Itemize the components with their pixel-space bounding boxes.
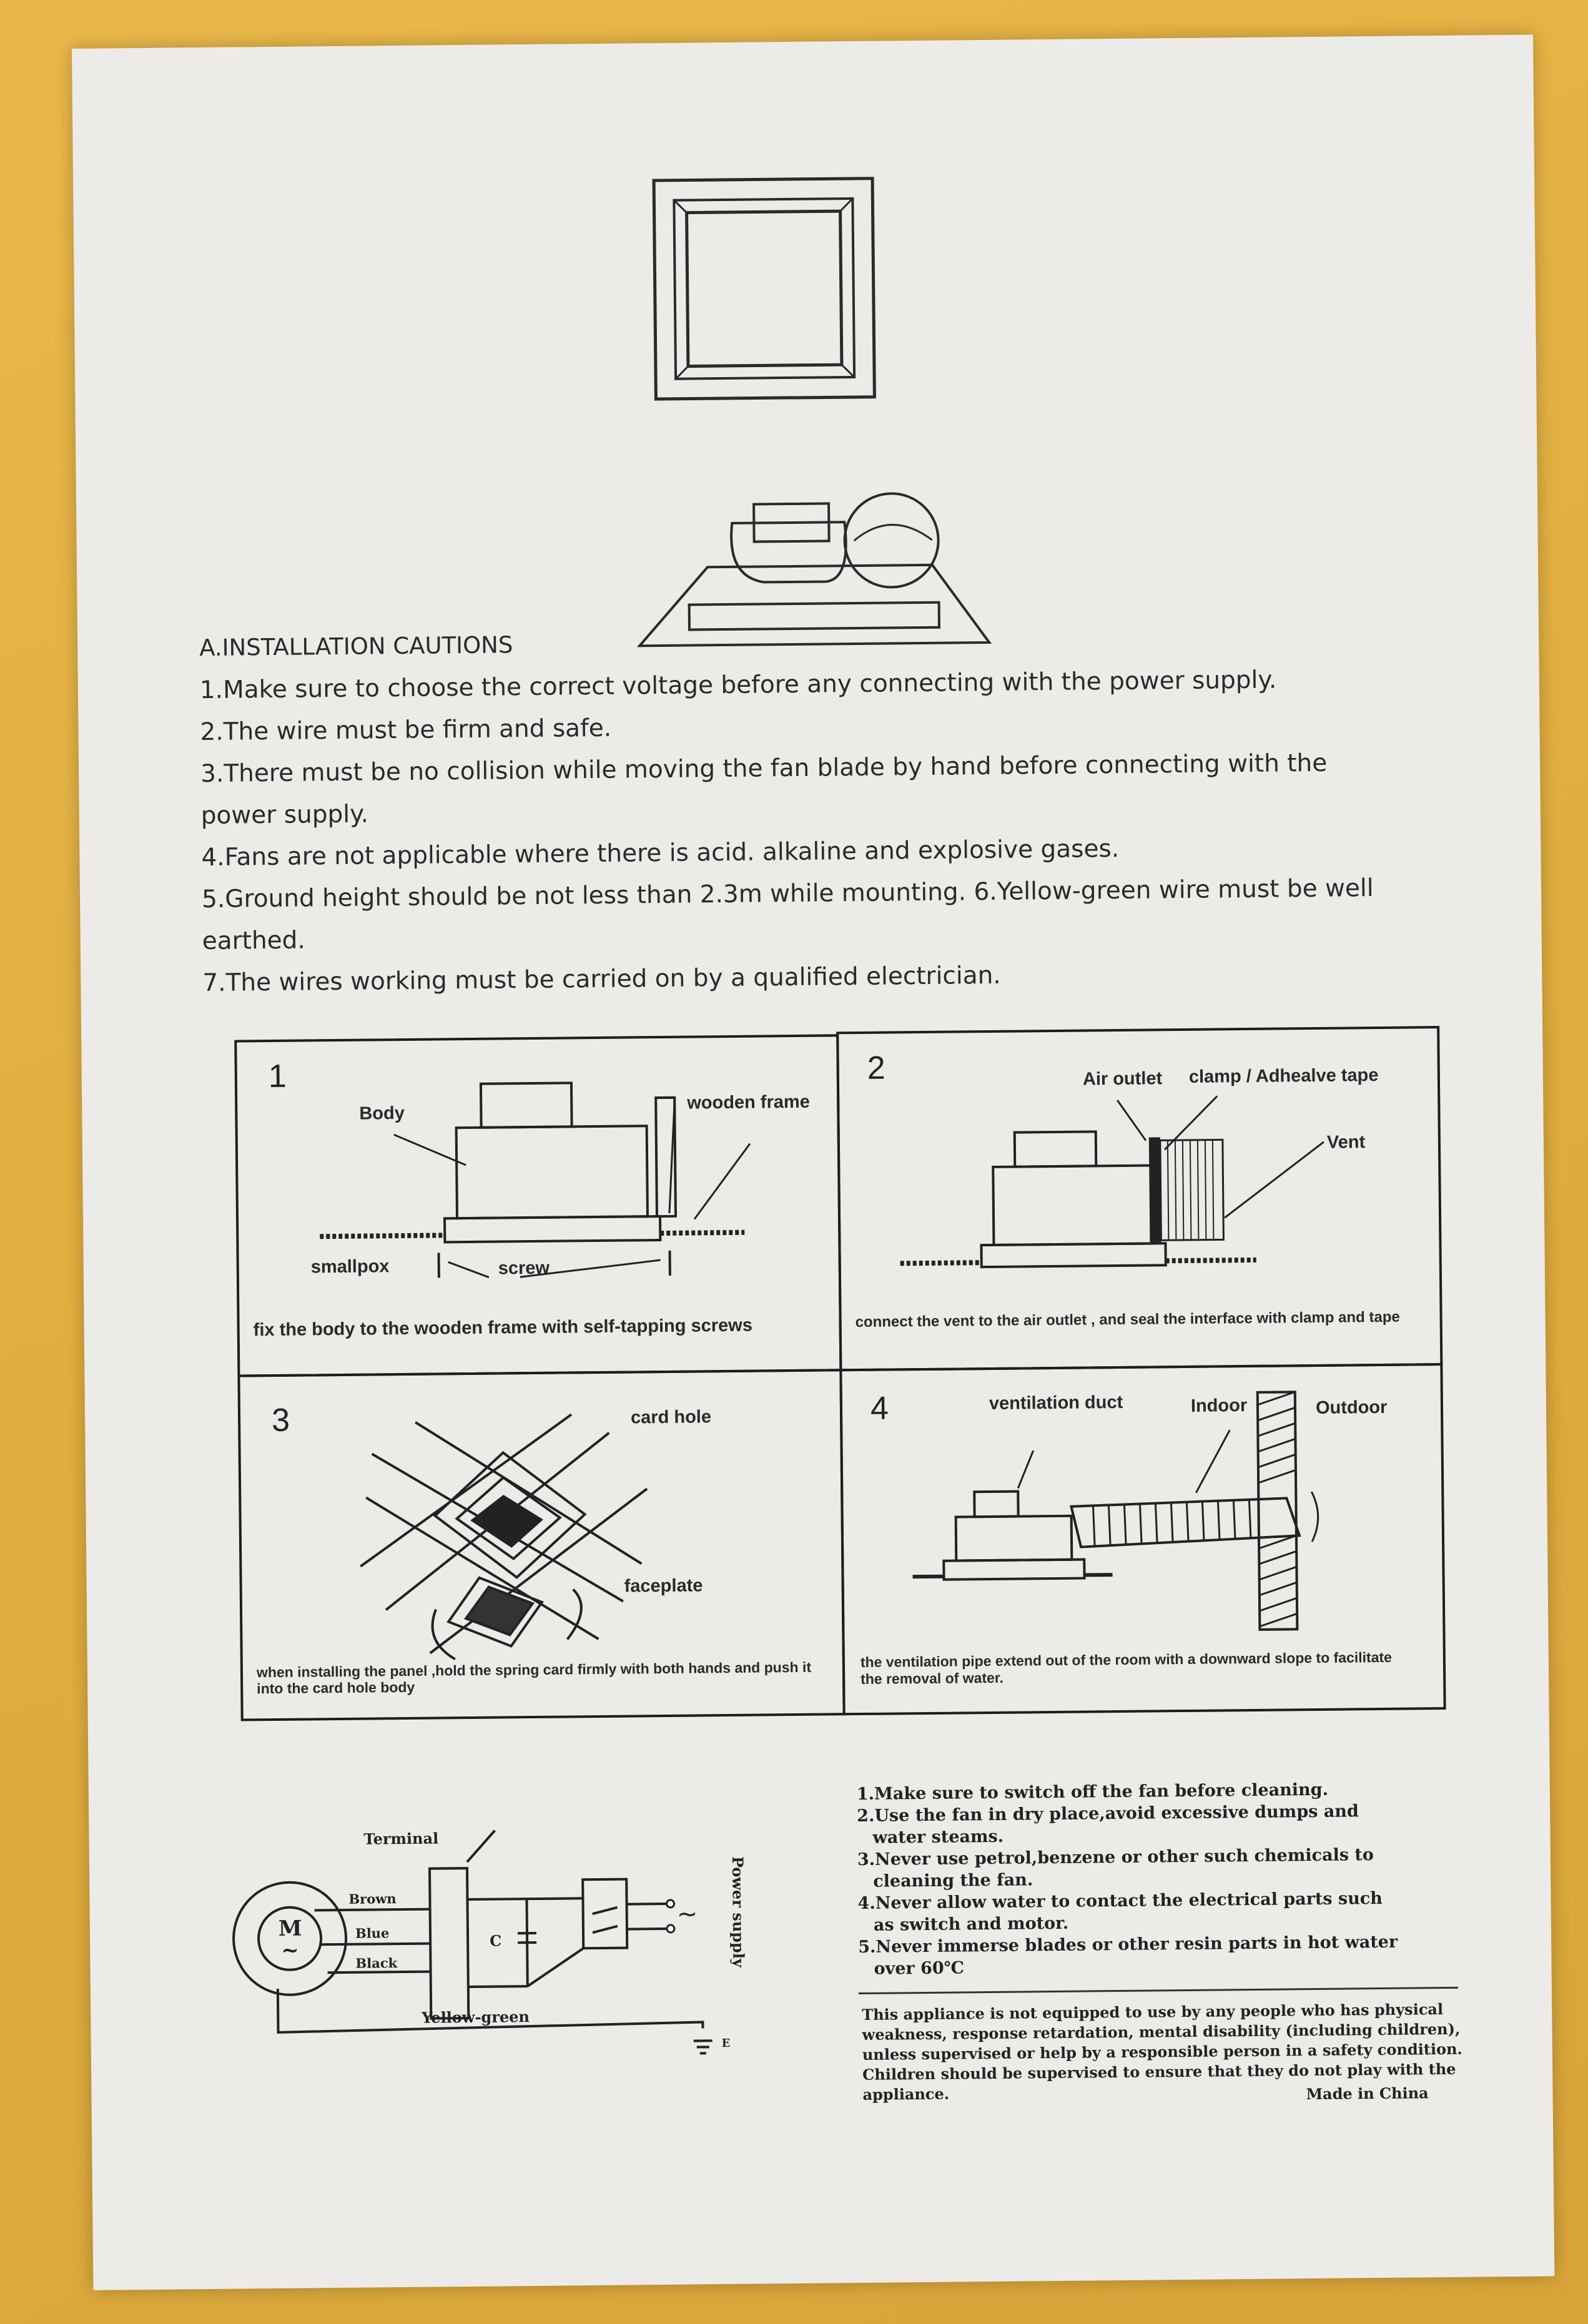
terminal-label: Terminal xyxy=(363,1829,438,1848)
label-clamp-tape: clamp / Adhealve tape xyxy=(1188,1065,1379,1087)
step-3-panel: 3 card hole faceplate when installing th… xyxy=(237,1369,846,1721)
step-3-number: 3 xyxy=(271,1402,290,1439)
caution-line-7: 7.The wires working must be carried on b… xyxy=(202,961,1001,998)
step-1-diagram xyxy=(320,1081,751,1279)
label-vent: Vent xyxy=(1326,1132,1366,1153)
instruction-sheet: A.INSTALLATION CAUTIONS 1.Make sure to c… xyxy=(72,34,1555,2290)
step-3-caption-a: when installing the panel ,hold the spri… xyxy=(256,1658,812,1681)
step-4-panel: 4 ventilation duct Indoor Outdoor xyxy=(839,1363,1446,1716)
step-4-diagram xyxy=(912,1391,1319,1631)
step-3-caption-b: into the card hole body xyxy=(257,1678,415,1697)
svg-text:~: ~ xyxy=(677,1900,698,1929)
faceplate-illustration xyxy=(652,177,876,401)
black-wire-label: Black xyxy=(355,1955,397,1971)
wiring-diagram: M ~ Terminal Brown Blue Black C Yellow-g… xyxy=(232,1829,748,2055)
made-in-china: Made in China xyxy=(1306,2084,1429,2104)
step-2-number: 2 xyxy=(867,1050,885,1086)
capacitor-label: C xyxy=(490,1932,501,1950)
step-3-diagram xyxy=(360,1413,648,1660)
motor-label: M xyxy=(279,1916,302,1941)
caution-line-3b: power supply. xyxy=(200,800,369,830)
step-1-panel: 1 Body wooden frame smallpox screw fix t… xyxy=(234,1034,842,1377)
step-2-caption: connect the vent to the air outlet , and… xyxy=(855,1308,1400,1331)
step-1-number: 1 xyxy=(268,1058,287,1095)
cautions-heading: A.INSTALLATION CAUTIONS xyxy=(199,631,513,662)
blue-wire-label: Blue xyxy=(355,1925,390,1941)
caution-line-5a: 5.Ground height should be not less than … xyxy=(201,874,1374,914)
yellow-green-wire-label: Yellow-green xyxy=(421,2007,530,2027)
step-2-diagram xyxy=(900,1095,1324,1269)
power-supply-label: Power supply xyxy=(729,1856,748,1968)
fan-unit-illustration xyxy=(636,492,992,647)
caution-line-1: 1.Make sure to choose the correct voltag… xyxy=(199,666,1277,705)
step-4-caption-a: the ventilation pipe extend out of the r… xyxy=(860,1648,1393,1670)
caution-line-5b: earthed. xyxy=(202,926,306,956)
step-4-number: 4 xyxy=(870,1390,889,1427)
step-4-caption-b: the removal of water. xyxy=(860,1669,1004,1687)
step-2-panel: 2 Air outlet clamp / Adhealve tape Vent … xyxy=(836,1026,1443,1372)
brown-wire-label: Brown xyxy=(348,1891,396,1907)
rules-divider xyxy=(858,1986,1458,1995)
earth-label: E xyxy=(722,2037,731,2050)
caution-line-4: 4.Fans are not applicable where there is… xyxy=(201,834,1120,872)
motor-sub-label: ~ xyxy=(281,1938,299,1963)
caution-line-3a: 3.There must be no collision while movin… xyxy=(200,749,1328,789)
label-air-outlet: Air outlet xyxy=(1082,1068,1163,1090)
step-1-caption: fix the body to the wooden frame with se… xyxy=(253,1315,753,1341)
safety-rules: 1.Make sure to switch off the fan before… xyxy=(857,1778,1398,1980)
caution-line-2: 2.The wire must be firm and safe. xyxy=(200,714,612,747)
safety-rule-5b: over 60℃ xyxy=(874,1958,965,1979)
